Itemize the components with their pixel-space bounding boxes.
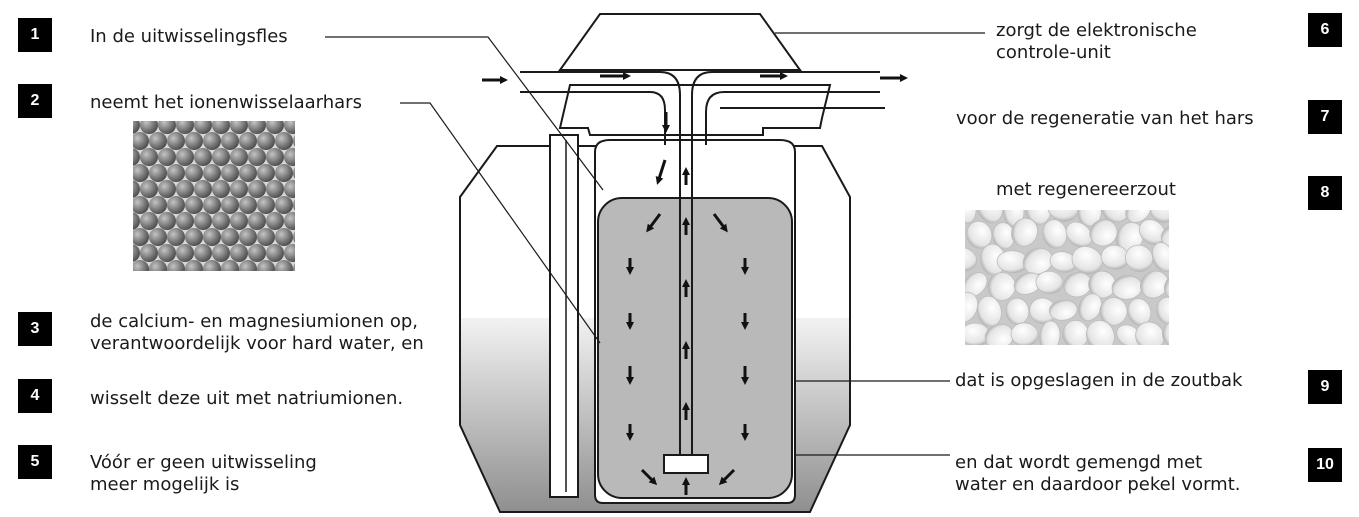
resin-beads-photo — [133, 121, 295, 271]
step-1-badge: 1 — [18, 18, 52, 52]
step-10-badge: 10 — [1308, 448, 1342, 482]
step-3-line-2: verantwoordelijk voor hard water, en — [90, 333, 424, 354]
step-9-badge: 9 — [1308, 370, 1342, 404]
resin-bottle — [594, 139, 796, 504]
step-3-line-1: de calcium- en magnesiumionen op, — [90, 311, 418, 332]
step-5-line-1: Vóór er geen uitwisseling — [90, 452, 317, 473]
salt-tablets-photo — [965, 210, 1169, 345]
step-7-badge: 7 — [1308, 100, 1342, 134]
control-head — [558, 13, 832, 136]
step-3-label: de calcium- en magnesiumionen op, verant… — [90, 311, 424, 355]
step-9-label: dat is opgeslagen in de zoutbak — [955, 370, 1243, 391]
step-10-label: en dat wordt gemengd met water en daardo… — [955, 452, 1241, 496]
brine-well — [549, 134, 579, 498]
step-5-badge: 5 — [18, 445, 52, 479]
step-10-line-1: en dat wordt gemengd met — [955, 452, 1203, 473]
step-8-badge: 8 — [1308, 176, 1342, 210]
step-7-label: voor de regeneratie van het hars — [956, 108, 1254, 129]
step-6-line-1: zorgt de elektronische — [996, 20, 1197, 41]
step-3-badge: 3 — [18, 312, 52, 346]
step-8-label: met regenereerzout — [996, 179, 1176, 200]
step-6-line-2: controle-unit — [996, 42, 1111, 63]
step-1-label: In de uitwisselingsfles — [90, 26, 288, 47]
step-2-label: neemt het ionenwisselaarhars — [90, 92, 362, 113]
step-2-badge: 2 — [18, 84, 52, 118]
step-6-label: zorgt de elektronische controle-unit — [996, 20, 1197, 64]
step-4-label: wisselt deze uit met natriumionen. — [90, 388, 404, 409]
leader-lines — [325, 32, 985, 456]
step-10-line-2: water en daardoor pekel vormt. — [955, 474, 1241, 495]
flow-arrows — [482, 72, 908, 495]
pipes — [520, 71, 885, 474]
step-5-label: Vóór er geen uitwisseling meer mogelijk … — [90, 452, 317, 496]
step-4-badge: 4 — [18, 379, 52, 413]
step-5-line-2: meer mogelijk is — [90, 474, 240, 495]
step-6-badge: 6 — [1308, 13, 1342, 47]
